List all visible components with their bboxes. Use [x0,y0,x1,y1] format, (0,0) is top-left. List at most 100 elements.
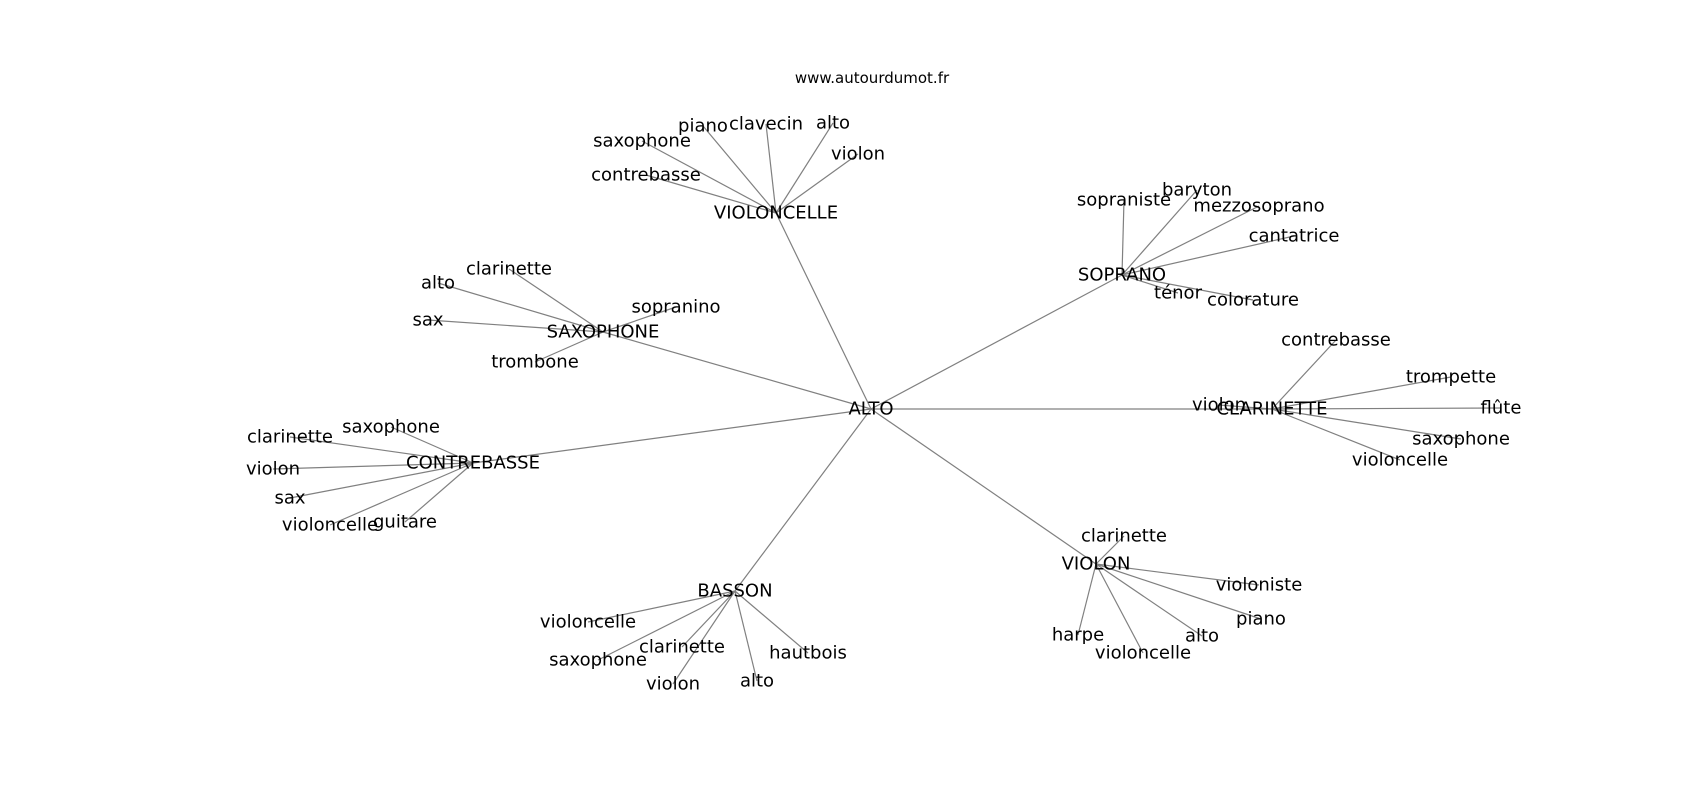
edge-violoncelle-leaf [641,140,777,214]
leaf-node-label[interactable]: alto [816,113,850,134]
edge-basson-leaf [734,590,809,654]
cluster-node-label[interactable]: CONTREBASSE [406,453,540,474]
edge-contrebasse-leaf [289,436,474,464]
leaf-node-label[interactable]: violoniste [1216,575,1303,596]
edge-center-violon [870,408,1097,565]
edge-soprano-leaf [1121,235,1295,276]
leaf-node-label[interactable]: harpe [1052,625,1104,646]
leaf-node-label[interactable]: violon [246,459,300,480]
cluster-node-label[interactable]: VIOLON [1062,554,1131,575]
labels-layer: www.autourdumot.fr ALTO VIOLONCELLE contre… [246,69,1521,695]
edge-contrebasse-leaf [329,462,474,526]
edge-soprano-leaf [1121,274,1254,301]
edge-violoncelle-leaf [765,123,777,214]
edge-center-soprano [870,274,1123,410]
leaf-node-label[interactable]: cantatrice [1249,226,1340,247]
leaf-node-label[interactable]: sax [412,310,443,331]
edge-center-basson [734,408,872,592]
edge-soprano-leaf [1121,274,1179,294]
leaf-node-label[interactable]: violoncelle [1095,643,1191,664]
edge-saxophone-leaf [602,306,677,333]
leaf-node-label[interactable]: saxophone [342,417,440,438]
edge-saxophone-leaf [437,282,604,333]
edges-layer [272,122,1502,685]
edge-violon-leaf [1095,535,1125,565]
leaf-node-label[interactable]: piano [1236,609,1286,630]
edge-soprano-leaf [1121,189,1198,276]
leaf-node-label[interactable]: clarinette [466,259,552,280]
leaf-node-label[interactable]: sopraniste [1077,190,1171,211]
leaf-node-label[interactable]: alto [1185,626,1219,647]
leaf-node-label[interactable]: clarinette [247,427,333,448]
leaf-node-label[interactable]: piano [678,116,728,137]
leaf-node-label[interactable]: violon [1192,395,1246,416]
leaf-node-label[interactable]: saxophone [593,131,691,152]
cluster-node-label[interactable]: SAXOPHONE [547,322,660,343]
edge-contrebasse-leaf [289,462,474,499]
edge-violon-leaf [1095,563,1144,654]
leaf-node-label[interactable]: contrebasse [1281,330,1391,351]
edge-clarinette-leaf [1271,408,1401,461]
edge-clarinette-leaf [1271,407,1502,410]
edge-clarinette-leaf [1218,404,1273,410]
edge-violon-leaf [1095,563,1262,620]
edge-violon-leaf [1095,563,1203,637]
edge-basson-leaf [587,590,736,623]
leaf-node-label[interactable]: sopranino [631,297,720,318]
leaf-node-label[interactable]: clavecin [729,114,803,135]
cluster-node-label[interactable]: CLARINETTE [1216,399,1327,420]
edge-basson-leaf [734,590,758,682]
edge-violon-leaf [1095,563,1260,586]
leaf-node-label[interactable]: mezzosoprano [1193,196,1324,217]
edge-contrebasse-leaf [272,462,474,470]
edge-saxophone-leaf [508,268,604,333]
leaf-node-label[interactable]: flûte [1481,398,1522,419]
cluster-node-label[interactable]: VIOLONCELLE [714,203,838,224]
edge-basson-leaf [597,590,736,661]
leaf-node-label[interactable]: clarinette [1081,526,1167,547]
edge-contrebasse-leaf [404,462,474,523]
cluster-node-label[interactable]: BASSON [697,581,772,602]
leaf-node-label[interactable]: violoncelle [1352,450,1448,471]
leaf-node-label[interactable]: violon [646,674,700,695]
edge-clarinette-leaf [1271,408,1462,440]
edge-basson-leaf [672,590,736,685]
leaf-node-label[interactable]: ténor [1154,283,1203,304]
edge-saxophone-leaf [427,319,604,333]
leaf-node-label[interactable]: alto [421,273,455,294]
leaf-node-label[interactable]: saxophone [1412,429,1510,450]
edge-clarinette-leaf [1271,339,1337,410]
edge-center-violoncelle [775,212,872,410]
site-credit[interactable]: www.autourdumot.fr [795,69,950,87]
leaf-node-label[interactable]: contrebasse [591,165,701,186]
edge-violoncelle-leaf [645,174,777,214]
edge-clarinette-leaf [1271,376,1452,410]
cluster-node-label[interactable]: SOPRANO [1078,265,1166,286]
edge-violoncelle-leaf [775,122,834,214]
leaf-node-label[interactable]: hautbois [769,643,847,664]
leaf-node-label[interactable]: violon [831,144,885,165]
edge-soprano-leaf [1121,205,1260,276]
edge-violon-leaf [1077,563,1097,636]
center-node-label[interactable]: ALTO [848,399,893,420]
edge-basson-leaf [681,590,736,648]
edge-violoncelle-leaf [702,125,777,214]
edge-violoncelle-leaf [775,153,859,214]
leaf-node-label[interactable]: violoncelle [540,612,636,633]
leaf-node-label[interactable]: baryton [1162,180,1232,201]
leaf-node-label[interactable]: trompette [1406,367,1496,388]
edge-saxophone-leaf [534,331,604,363]
leaf-node-label[interactable]: alto [740,671,774,692]
leaf-node-label[interactable]: violoncelle [282,515,378,536]
edge-center-saxophone [602,331,872,410]
edge-soprano-leaf [1121,199,1125,276]
leaf-node-label[interactable]: colorature [1207,290,1299,311]
edge-center-contrebasse [472,408,872,464]
leaf-node-label[interactable]: guitare [373,512,437,533]
leaf-node-label[interactable]: sax [274,488,305,509]
leaf-node-label[interactable]: clarinette [639,637,725,658]
edge-contrebasse-leaf [390,426,474,464]
leaf-node-label[interactable]: trombone [491,352,579,373]
leaf-node-label[interactable]: saxophone [549,650,647,671]
